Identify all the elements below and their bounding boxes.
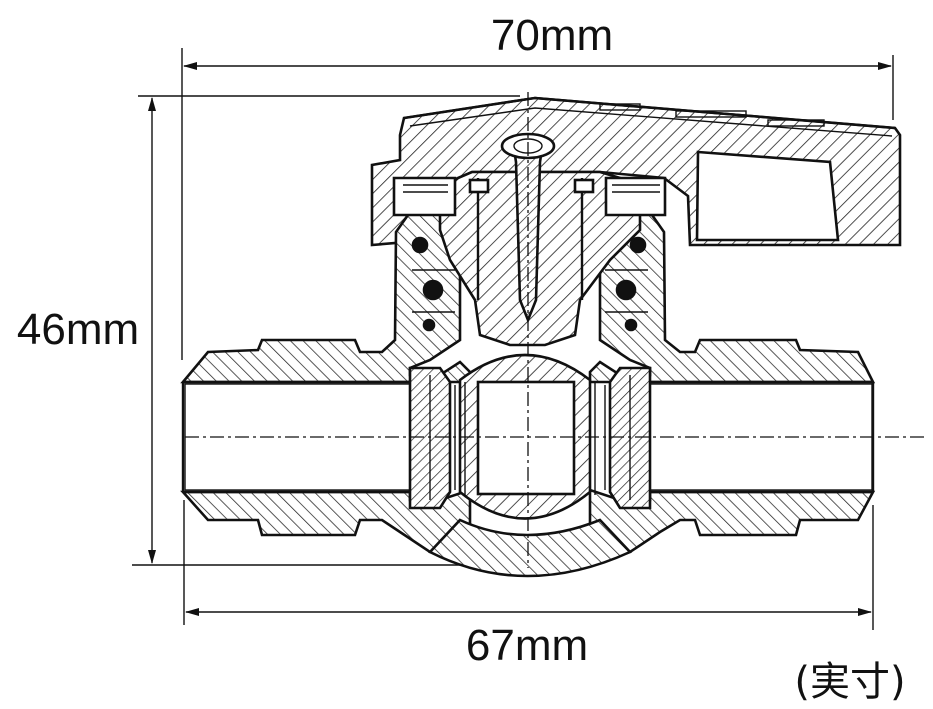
dimension-top-width: 70mm	[181, 11, 894, 360]
dimension-label-70mm: 70mm	[491, 11, 613, 60]
o-ring-left-top	[411, 236, 429, 254]
actual-size-note: (実寸)	[794, 659, 905, 705]
center-lines	[185, 92, 925, 568]
ball-bore	[476, 380, 576, 496]
valve-body	[180, 208, 876, 578]
o-ring-right-low	[624, 318, 638, 332]
o-ring-right-top	[629, 236, 647, 254]
valve-handle	[370, 96, 902, 247]
o-ring-left-mid	[422, 279, 444, 301]
o-ring-right-mid	[615, 279, 637, 301]
o-ring-seals	[411, 236, 648, 332]
ball-assembly	[408, 353, 652, 520]
o-ring-left-low	[422, 318, 436, 332]
stem-housing	[392, 132, 667, 347]
dimension-bottom-width: 67mm	[183, 500, 874, 670]
dimension-label-67mm: 67mm	[466, 621, 588, 670]
dimension-label-46mm: 46mm	[17, 305, 139, 354]
handle-grip-recess	[695, 150, 840, 242]
dimension-height: 46mm	[17, 95, 520, 566]
